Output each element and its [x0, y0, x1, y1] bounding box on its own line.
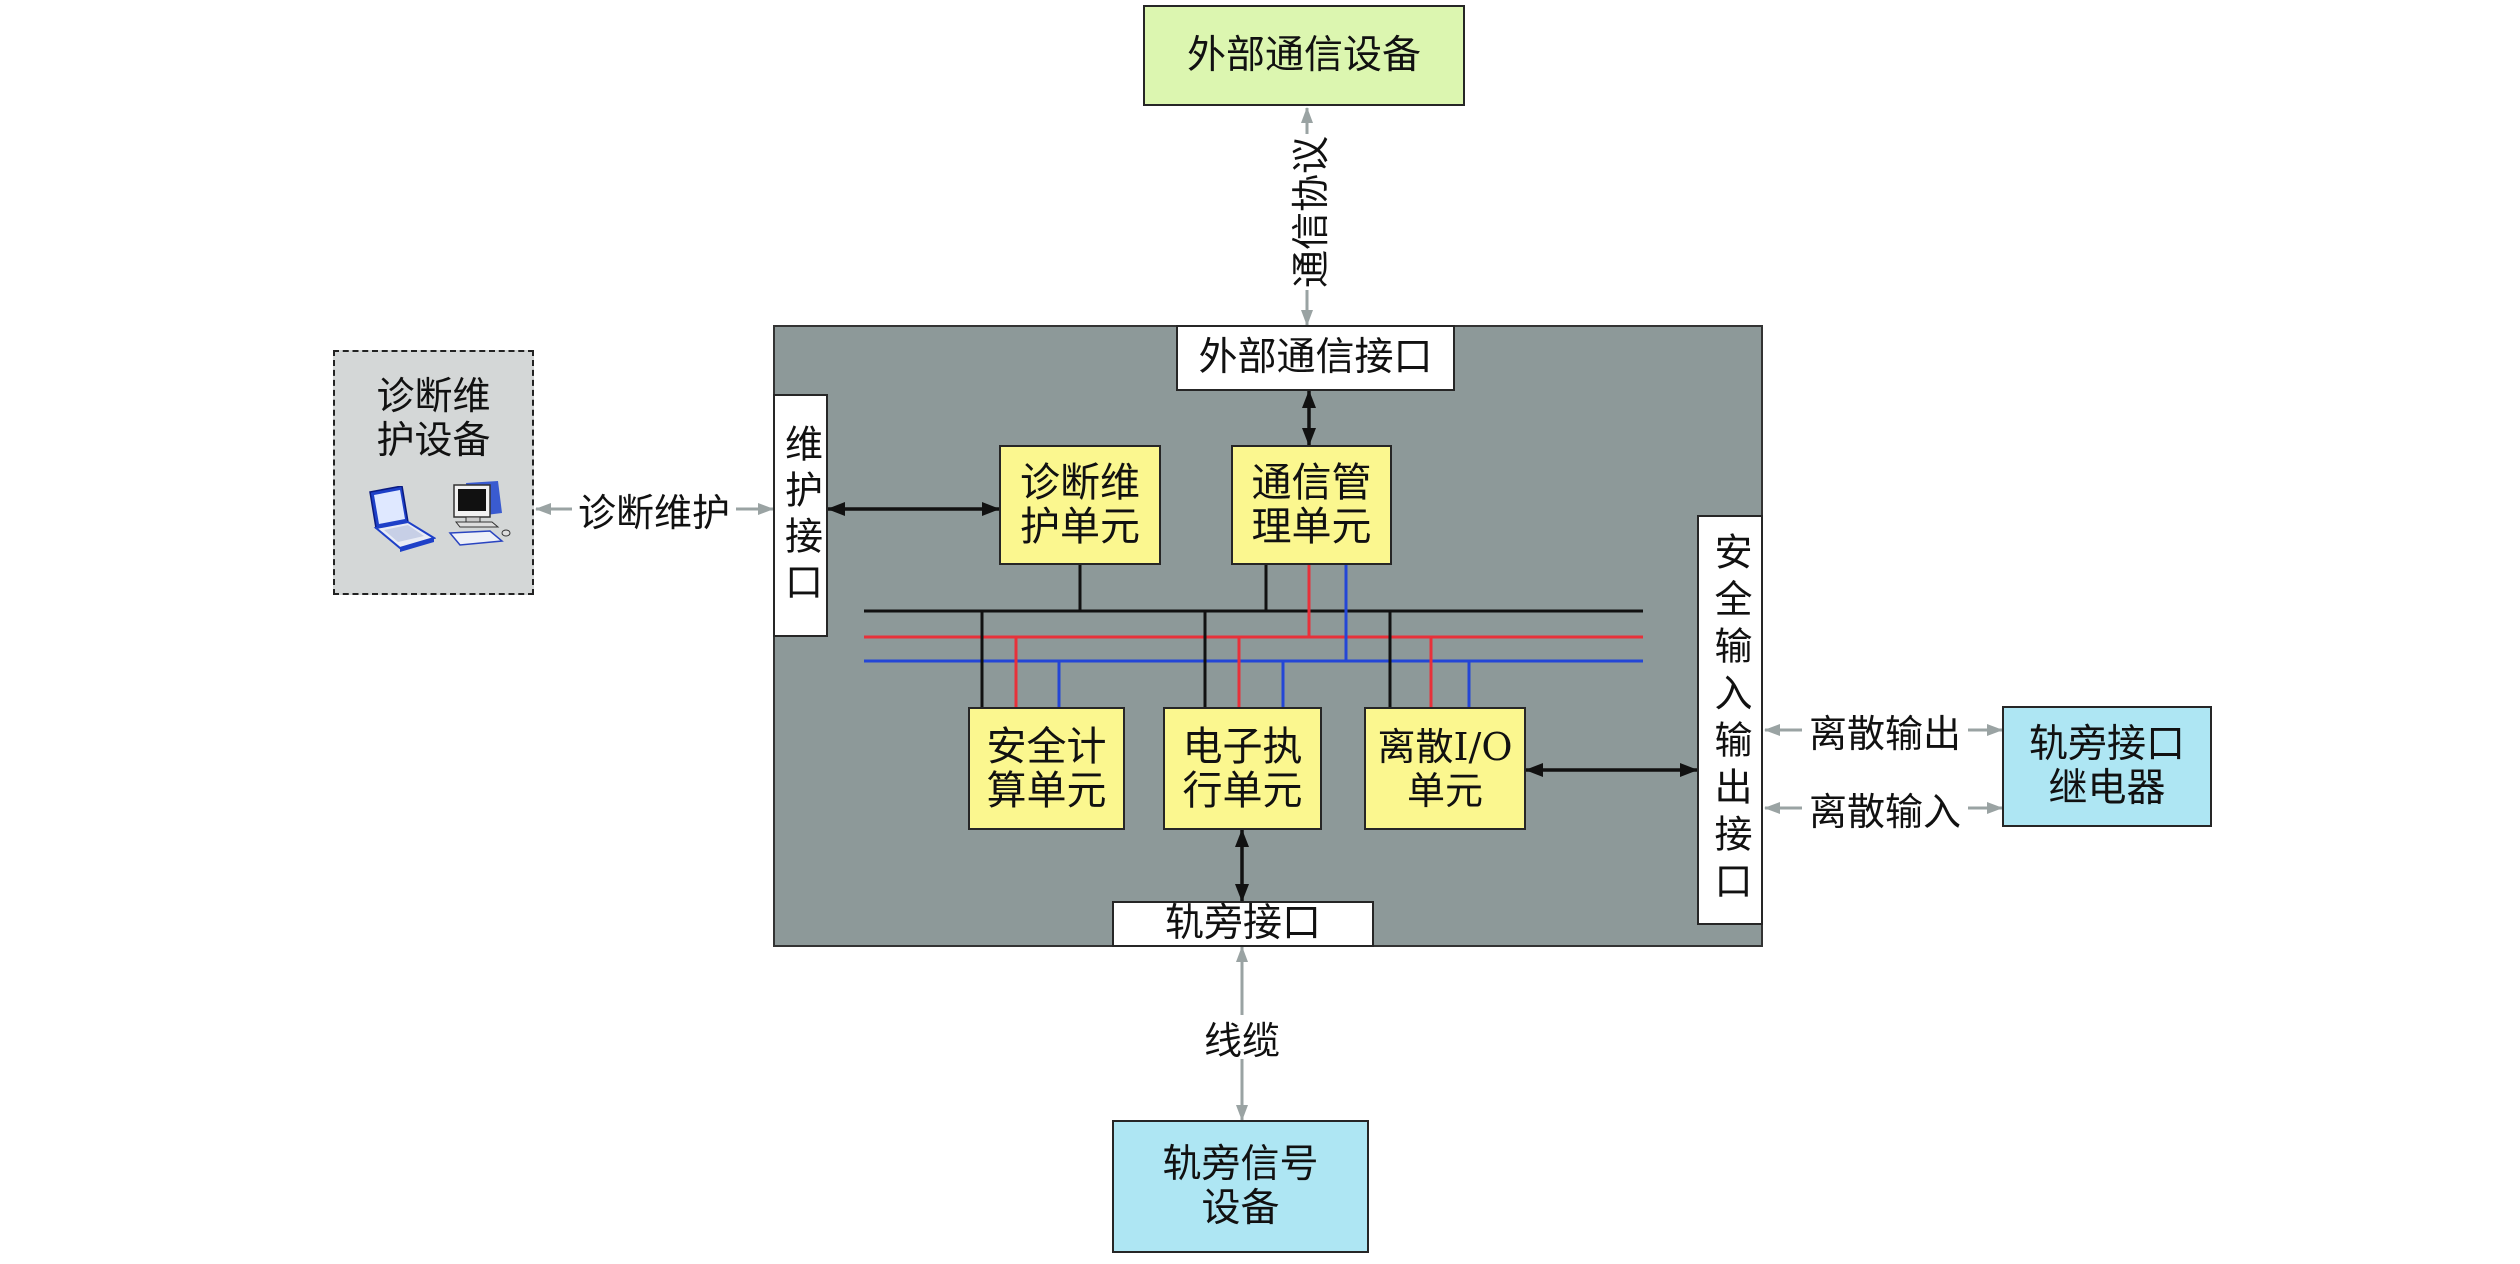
unit-label-line: 离散I/O — [1377, 724, 1513, 769]
diagnostic-maintenance-label: 诊断维护 — [572, 487, 736, 535]
safety-compute-unit: 安全计 算单元 — [968, 707, 1125, 830]
trackside-interface-label: 轨旁接口 — [1164, 901, 1321, 946]
external-comm-interface-label: 外部通信接口 — [1198, 335, 1433, 380]
electronic-execution-unit: 电子执 行单元 — [1163, 707, 1322, 830]
desktop-computer-icon — [448, 481, 511, 546]
unit-label-line: 电子执 — [1182, 723, 1303, 770]
diagnostic-maintenance-unit: 诊断维 护单元 — [999, 445, 1161, 565]
unit-label-line: 算单元 — [986, 767, 1107, 814]
unit-label-line: 单元 — [1406, 768, 1483, 813]
unit-label-line: 护单元 — [1020, 504, 1140, 550]
discrete-output-label: 离散输出 — [1802, 708, 1968, 756]
external-comm-device-label: 外部通信设备 — [1186, 32, 1421, 78]
unit-label-line: 理单元 — [1251, 504, 1372, 550]
laptop-icon — [369, 486, 436, 552]
device-label-line: 轨旁接口 — [2028, 721, 2185, 767]
external-comm-device: 外部通信设备 — [1143, 5, 1465, 106]
discrete-io-unit: 离散I/O 单元 — [1364, 707, 1526, 830]
device-label-line: 护设备 — [376, 418, 491, 462]
device-label-line: 诊断维 — [376, 374, 491, 418]
cable-label: 线缆 — [1196, 1015, 1288, 1063]
device-label-line: 轨旁信号 — [1162, 1141, 1319, 1187]
unit-label-line: 通信管 — [1251, 460, 1372, 506]
safety-io-interface: 安全输入输出接口 — [1697, 515, 1763, 925]
trackside-signal-device: 轨旁信号 设备 — [1112, 1120, 1369, 1253]
trackside-interface-relay: 轨旁接口 继电器 — [2002, 706, 2212, 827]
unit-label-line: 行单元 — [1182, 767, 1303, 814]
device-label-line: 继电器 — [2048, 765, 2166, 811]
diagnostic-maintenance-device: 诊断维 护设备 — [333, 350, 534, 595]
device-label-line: 设备 — [1201, 1185, 1280, 1231]
trackside-interface: 轨旁接口 — [1112, 901, 1374, 947]
external-comm-interface: 外部通信接口 — [1176, 325, 1455, 391]
comm-management-unit: 通信管 理单元 — [1231, 445, 1392, 565]
unit-label-line: 安全计 — [986, 723, 1107, 770]
maintenance-interface-label: 维护接口 — [778, 423, 823, 608]
safety-io-interface-label: 安全输入输出接口 — [1708, 532, 1752, 908]
unit-label-line: 诊断维 — [1020, 460, 1140, 506]
discrete-input-label: 离散输入 — [1802, 786, 1968, 834]
controller-panel — [773, 325, 1763, 947]
comm-protocol-label: 通信协议 — [1285, 134, 1333, 290]
maintenance-interface: 维护接口 — [773, 394, 828, 637]
